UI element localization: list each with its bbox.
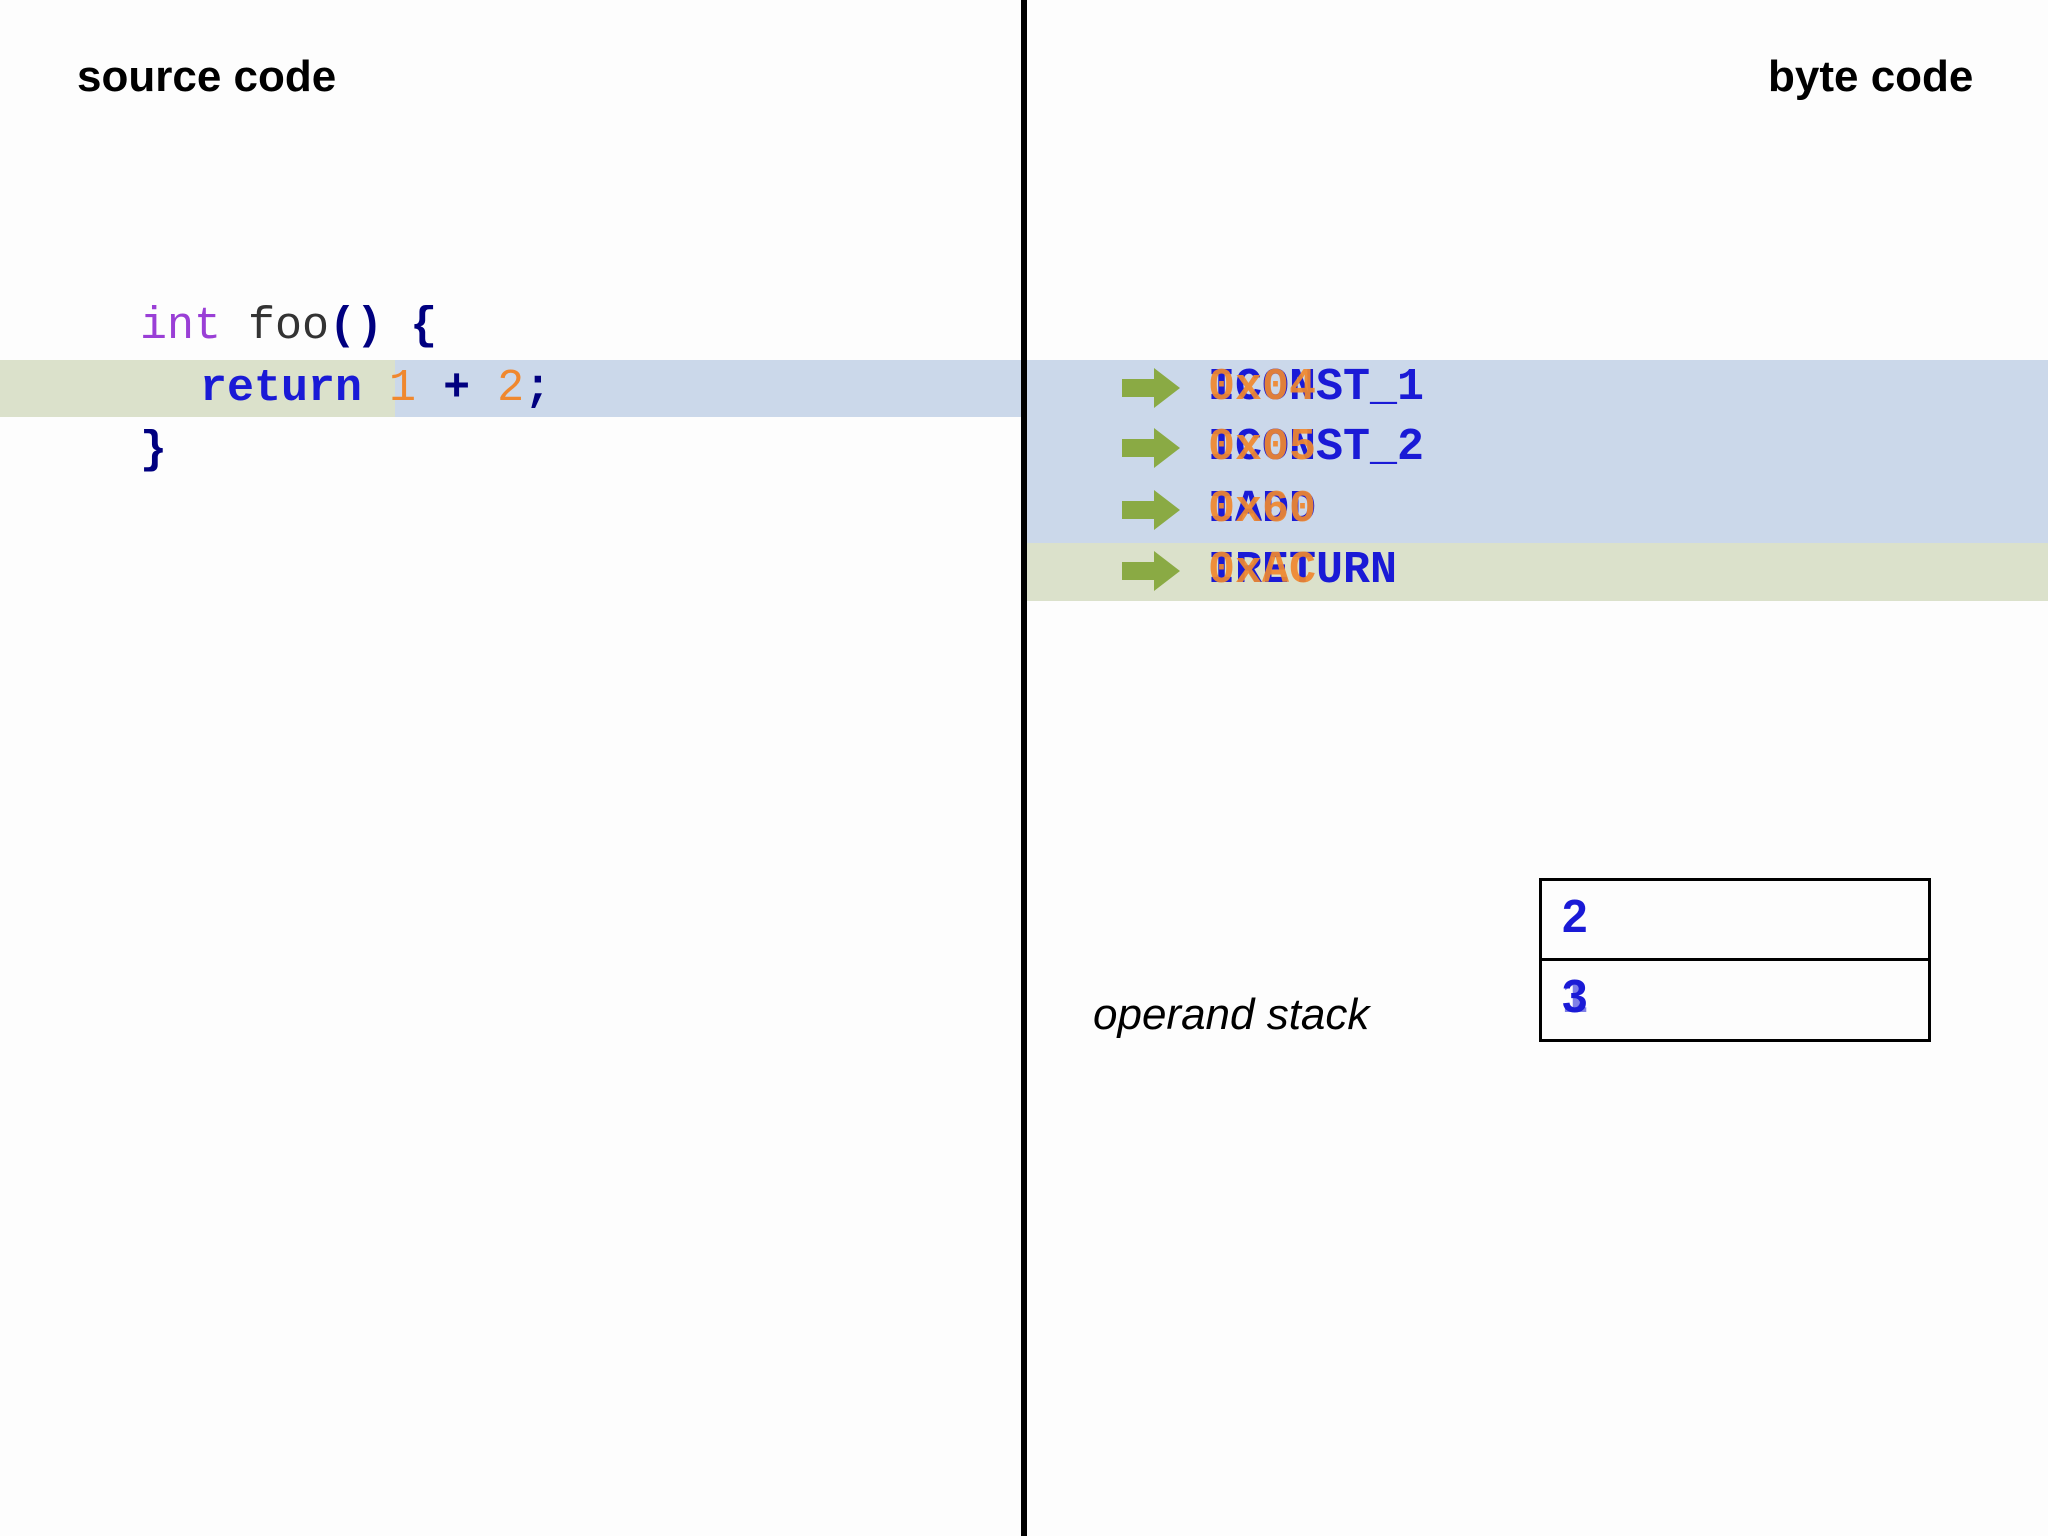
source-line-1: int foo() { [140, 298, 437, 355]
green-arrow-icon [1122, 551, 1180, 591]
source-code-heading: source code [77, 52, 337, 101]
bytecode-hex: 0xAC [1208, 545, 1317, 596]
stack-value: 2 [1562, 890, 1588, 942]
green-arrow-icon [1122, 428, 1180, 468]
literal-2: 2 [497, 363, 525, 414]
bytecode-opcode: IADD [1208, 484, 1317, 535]
source-line-2: return 1 + 2; [200, 360, 551, 417]
function-name: foo [248, 301, 330, 352]
stack-value: 3 [1562, 970, 1588, 1022]
bytecode-hex: 0x04 [1208, 362, 1317, 413]
close-brace: } [140, 425, 168, 476]
bytecode-hex: 0x60 [1208, 484, 1317, 535]
source-line-highlight-blue [395, 360, 1021, 417]
source-line-highlight-green [0, 360, 395, 417]
bytecode-opcode: IRETURN [1208, 545, 1398, 596]
bytecode-opcode: ICONST_2 [1208, 422, 1425, 473]
source-line-3: } [140, 422, 167, 479]
parens: () [329, 301, 384, 352]
bytecode-opcode: ICONST_1 [1208, 362, 1425, 413]
panel-divider [1021, 0, 1027, 1536]
bytecode-hex: 0x05 [1208, 422, 1317, 473]
keyword-return: return [200, 363, 363, 414]
bytecode-highlight-green [1027, 543, 2048, 601]
stack-slot-bottom: 3 1 [1542, 961, 1928, 1041]
keyword-int: int [140, 301, 222, 352]
semicolon: ; [524, 363, 552, 414]
plus-operator: + [443, 363, 471, 414]
operand-stack-label: operand stack [1093, 990, 1370, 1039]
open-brace: { [410, 301, 438, 352]
stack-value-overlay: 1 [1562, 970, 1588, 1022]
literal-1: 1 [389, 363, 417, 414]
green-arrow-icon [1122, 490, 1180, 530]
green-arrow-icon [1122, 368, 1180, 408]
byte-code-heading: byte code [1768, 52, 1974, 101]
bytecode-highlight-blue [1027, 360, 2048, 543]
operand-stack: 2 3 1 [1539, 878, 1931, 1042]
stack-slot-top: 2 [1542, 881, 1928, 961]
